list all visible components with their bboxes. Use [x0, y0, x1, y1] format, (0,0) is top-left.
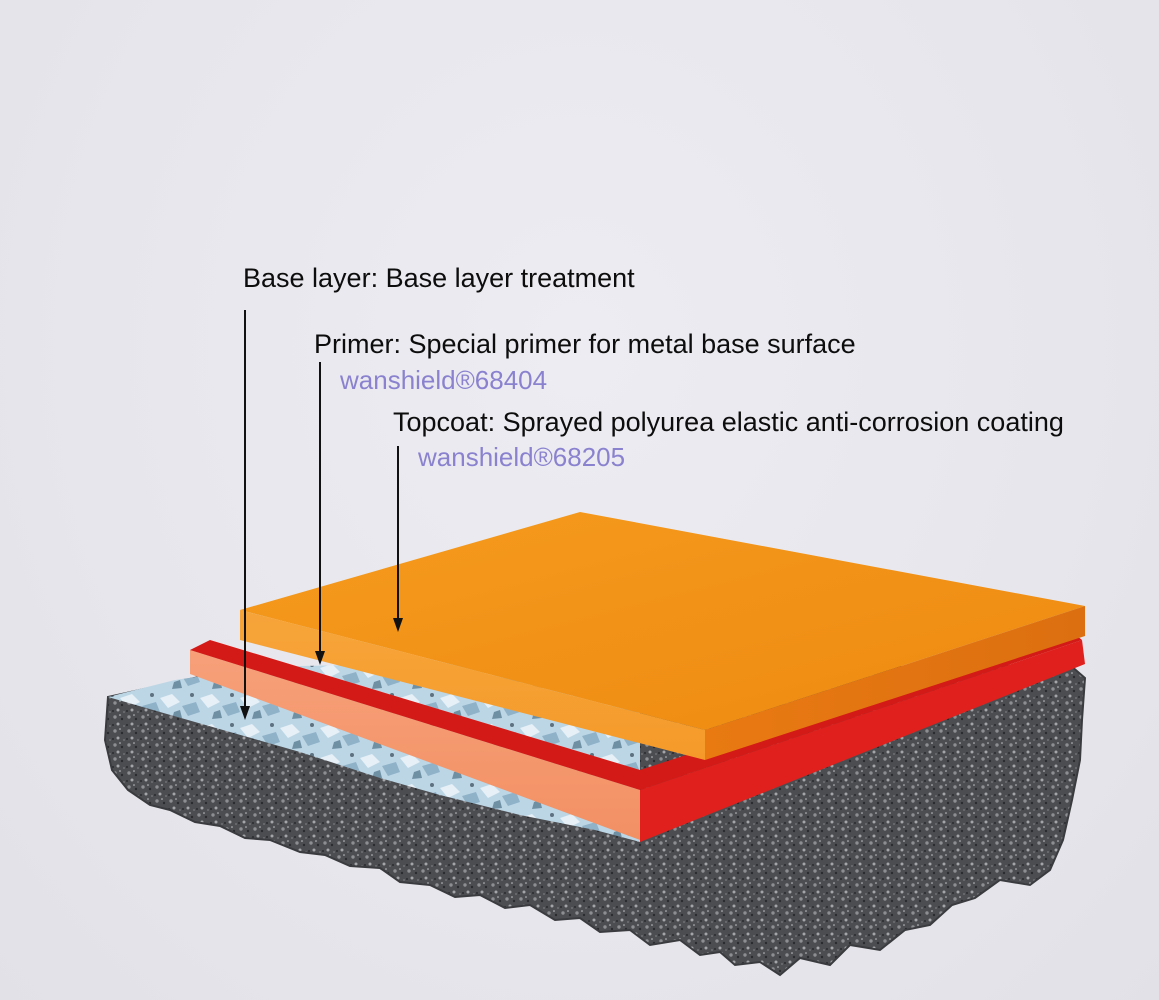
- base-layer-arrowhead: [240, 706, 250, 720]
- primer-label: Primer: Special primer for metal base su…: [314, 329, 856, 359]
- topcoat-label: Topcoat: Sprayed polyurea elastic anti-c…: [393, 407, 1064, 437]
- primer-layer-front: [190, 650, 640, 840]
- topcoat-top: [240, 512, 1085, 730]
- topcoat-front: [240, 610, 705, 760]
- base-layer-label: Base layer: Base layer treatment: [243, 263, 635, 293]
- primer-arrowhead: [315, 651, 325, 665]
- primer-product-label: wanshield®68404: [340, 365, 548, 395]
- topcoat-right: [705, 606, 1085, 760]
- topcoat-arrowhead: [393, 618, 403, 632]
- topcoat-product-label: wanshield®68205: [418, 442, 626, 472]
- primer-layer-right: [640, 640, 1085, 842]
